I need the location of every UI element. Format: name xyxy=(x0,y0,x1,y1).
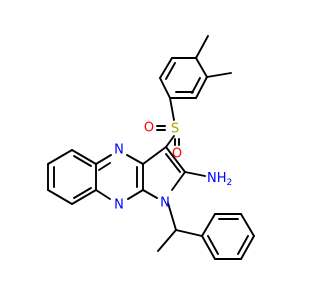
nitrogen-atom-label: N xyxy=(114,198,124,213)
molecule-structure-diagram: N N N S O O NH2 xyxy=(47,35,255,260)
bond xyxy=(157,229,177,252)
bond xyxy=(95,189,111,200)
bond xyxy=(171,171,186,191)
bond xyxy=(237,235,249,255)
bond xyxy=(201,213,216,237)
atom-labels: N N N S O O NH2 xyxy=(114,121,232,213)
bond xyxy=(206,72,232,78)
oxygen-atom-label: O xyxy=(144,121,154,136)
bond xyxy=(191,77,201,94)
bond xyxy=(71,189,97,205)
bond xyxy=(167,202,177,231)
bond xyxy=(240,213,255,237)
nitrogen-atom-label: N xyxy=(160,196,170,211)
oxygen-atom-label: O xyxy=(172,147,182,162)
bond xyxy=(195,76,208,99)
bond xyxy=(165,153,181,173)
bond xyxy=(175,229,203,237)
bond xyxy=(126,154,144,165)
bond xyxy=(47,189,73,205)
bond xyxy=(165,146,186,173)
bond xyxy=(142,189,158,199)
sulfur-atom-label: S xyxy=(171,122,179,137)
bond xyxy=(73,187,92,199)
amine-group-label: NH2 xyxy=(207,171,232,188)
bond xyxy=(159,57,173,79)
bond xyxy=(195,57,208,78)
bond xyxy=(95,154,112,165)
nitrogen-atom-label: N xyxy=(114,143,124,158)
bond xyxy=(127,189,144,200)
bond xyxy=(184,171,206,177)
bond xyxy=(195,35,209,59)
bond xyxy=(71,149,97,165)
bond xyxy=(73,155,92,167)
bond xyxy=(201,235,216,260)
amine-subscript: 2 xyxy=(227,178,233,188)
bond-layer xyxy=(47,35,255,260)
amine-nh-text: NH xyxy=(207,171,227,186)
bond xyxy=(207,235,219,255)
bond xyxy=(142,146,167,165)
bond xyxy=(98,162,111,171)
bond xyxy=(159,77,171,99)
bond xyxy=(47,149,73,165)
bond xyxy=(165,135,175,148)
bond xyxy=(165,62,176,80)
bond xyxy=(240,235,255,260)
bond xyxy=(169,97,175,121)
